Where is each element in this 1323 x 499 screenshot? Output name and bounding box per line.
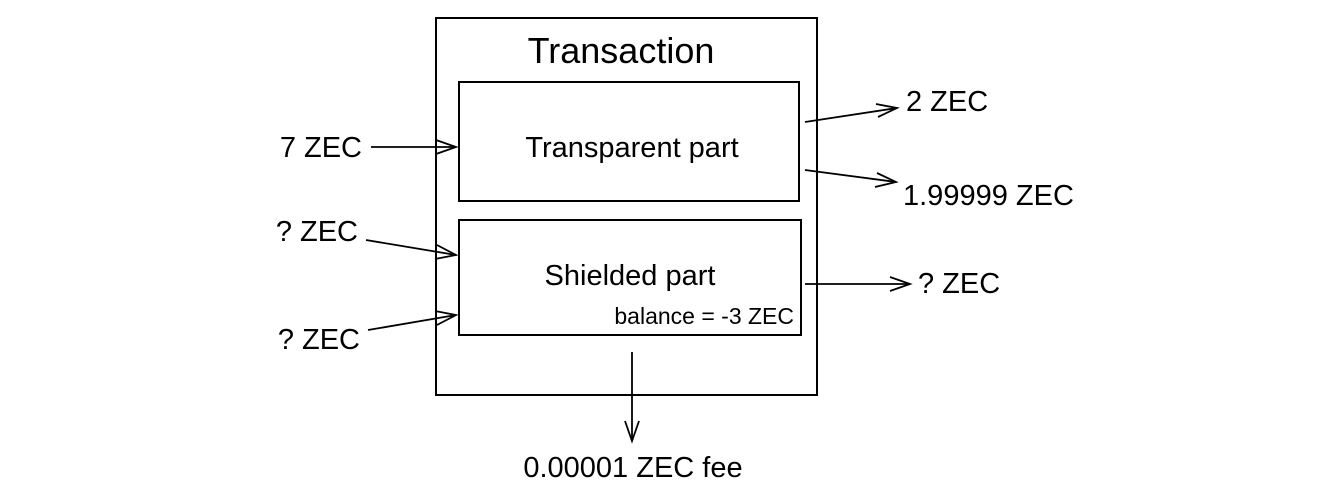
shielded-part-label: Shielded part xyxy=(545,260,716,292)
fee-amount: 0.00001 ZEC fee xyxy=(523,452,742,484)
shielded-input-arrow-2 xyxy=(367,310,459,331)
transparent-output-amount-2: 1.99999 ZEC xyxy=(903,180,1074,212)
transparent-input-amount: 7 ZEC xyxy=(280,132,362,164)
shielded-input-amount-1: ? ZEC xyxy=(276,216,358,248)
shielded-balance-label: balance = -3 ZEC xyxy=(614,303,794,329)
shielded-input-arrow-1 xyxy=(365,239,459,260)
shielded-output-arrow xyxy=(805,276,913,292)
transparent-output-amount-1: 2 ZEC xyxy=(906,86,988,118)
transparent-output-arrow-2 xyxy=(804,169,899,188)
transparent-part-box xyxy=(458,81,800,202)
transparent-output-arrow-1 xyxy=(804,103,900,123)
shielded-input-amount-2: ? ZEC xyxy=(278,324,360,356)
transaction-title: Transaction xyxy=(528,30,715,71)
transaction-box xyxy=(435,17,818,396)
transparent-input-arrow xyxy=(371,139,459,155)
fee-arrow xyxy=(624,352,640,444)
shielded-part-box xyxy=(458,219,802,336)
shielded-output-amount: ? ZEC xyxy=(918,268,1000,300)
transparent-part-label: Transparent part xyxy=(525,132,738,164)
